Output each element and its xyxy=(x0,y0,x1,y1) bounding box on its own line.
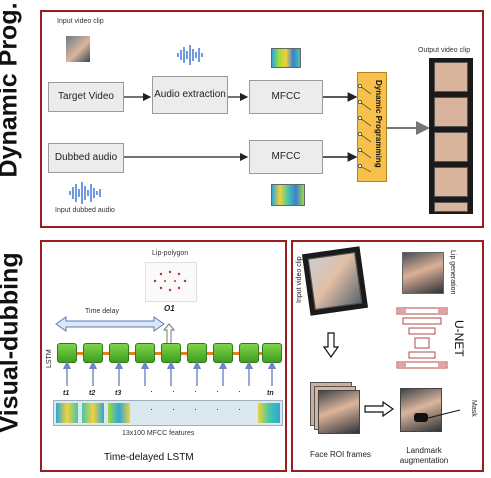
visual-dubbing-title: Visual-dubbing xyxy=(0,252,24,433)
lstm-cell-9 xyxy=(262,343,282,363)
lstm-cell-4 xyxy=(135,343,155,363)
target-video-box: Target Video xyxy=(48,82,124,112)
lstm-cell-7 xyxy=(213,343,233,363)
mfcc-features-label: 13x100 MFCC features xyxy=(122,430,195,437)
output-frame-5 xyxy=(434,202,468,212)
output-video-clip-label: Output video clip xyxy=(418,47,471,54)
audio-waveform-icon xyxy=(177,45,203,65)
time-delay-arrow xyxy=(55,316,165,332)
mfcc-box-top: MFCC xyxy=(249,80,323,114)
mfcc-spectrogram-icon-top xyxy=(271,48,301,68)
dynamic-programming-block xyxy=(357,72,387,182)
unet-input-video-label: Input video clip xyxy=(296,256,303,303)
lstm-input-arrows xyxy=(62,362,277,386)
face-roi-frames-label: Face ROI frames xyxy=(310,450,371,459)
lstm-cell-3 xyxy=(109,343,129,363)
unet-input-frame xyxy=(307,251,363,311)
feature-patch-2 xyxy=(82,403,104,423)
dynamic-programming-label: Dynamic Programming xyxy=(374,80,383,168)
landmark-augmented-face xyxy=(400,388,442,432)
landmark-augmentation-label: Landmark augmentation xyxy=(399,446,449,466)
audio-extraction-box: Audio extraction xyxy=(152,76,228,114)
input-dubbed-audio-label: Input dubbed audio xyxy=(55,207,115,214)
lstm-cell-8 xyxy=(239,343,259,363)
o1-label: O1 xyxy=(164,304,175,313)
mask-label: Mask xyxy=(470,400,477,417)
lip-polygon-box xyxy=(145,262,197,302)
down-arrow xyxy=(323,332,339,358)
output-frame-1 xyxy=(434,62,468,92)
mfcc-box-bottom: MFCC xyxy=(249,140,323,174)
lstm-cell-1 xyxy=(57,343,77,363)
input-video-thumbnail xyxy=(66,36,90,62)
dubbed-audio-box: Dubbed audio xyxy=(48,143,124,173)
face-roi-frame-front xyxy=(318,390,360,434)
lstm-cell-2 xyxy=(83,343,103,363)
time-label-t3: t3 xyxy=(115,390,122,397)
lstm-cell-6 xyxy=(187,343,207,363)
lstm-label: LSTM xyxy=(46,349,53,368)
dp-connector-nodes xyxy=(358,84,372,173)
dynamic-programming-panel xyxy=(40,10,484,228)
lip-generation-label: Lip generation xyxy=(449,250,456,295)
time-label-tn: tn xyxy=(267,390,274,397)
lstm-caption: Time-delayed LSTM xyxy=(104,452,194,463)
output-frame-2 xyxy=(434,97,468,127)
right-arrow xyxy=(364,401,394,417)
lip-polygon-label: Lip-polygon xyxy=(152,250,189,257)
output-frame-3 xyxy=(434,132,468,162)
time-delay-label: Time delay xyxy=(85,308,119,315)
lip-generation-face xyxy=(402,252,444,294)
unet-label: U-NET xyxy=(452,320,466,357)
dp-flow-arrows xyxy=(124,92,430,162)
unet-architecture-icon xyxy=(396,307,448,369)
mouth-mask xyxy=(414,413,428,422)
lip-polygon-points xyxy=(153,270,187,292)
dubbed-audio-waveform-icon xyxy=(69,182,101,204)
time-label-dots: ····· xyxy=(150,386,260,396)
output-up-arrow xyxy=(163,323,175,345)
lstm-cell-5 xyxy=(161,343,181,363)
feature-dots: ····· xyxy=(150,404,260,414)
feature-patch-n xyxy=(258,403,280,423)
time-label-t1: t1 xyxy=(63,390,70,397)
feature-patch-1 xyxy=(56,403,78,423)
time-label-t2: t2 xyxy=(89,390,96,397)
feature-patch-3 xyxy=(108,403,130,423)
output-frame-4 xyxy=(434,167,468,197)
mfcc-spectrogram-icon-bottom xyxy=(271,184,305,206)
mask-pointer-line xyxy=(428,409,461,419)
input-video-clip-label: Input video clip xyxy=(57,18,104,25)
